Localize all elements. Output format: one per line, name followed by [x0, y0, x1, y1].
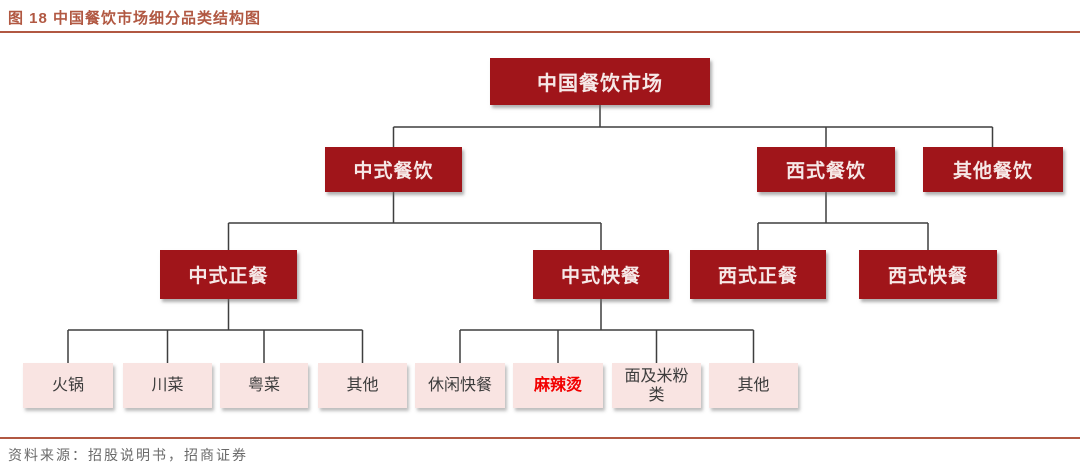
node-other-formal: 其他	[318, 363, 407, 408]
node-cantonese-cuisine: 粤菜	[220, 363, 308, 408]
source-note: 资料来源：招股说明书，招商证券	[8, 447, 248, 463]
node-western-fast-food: 西式快餐	[859, 250, 997, 299]
connector-chinese-to-level3	[227, 192, 602, 250]
node-malatang-highlighted: 麻辣烫	[513, 363, 603, 408]
node-western-catering: 西式餐饮	[757, 147, 895, 192]
node-chinese-fast-food: 中式快餐	[533, 250, 669, 299]
footer-divider	[0, 437, 1080, 439]
node-china-catering-market: 中国餐饮市场	[490, 58, 710, 105]
connector-root-to-level2	[392, 105, 994, 147]
node-western-formal-dining: 西式正餐	[690, 250, 826, 299]
node-casual-fast-food: 休闲快餐	[415, 363, 505, 408]
node-other-catering: 其他餐饮	[923, 147, 1063, 192]
node-chinese-formal-dining: 中式正餐	[160, 250, 297, 299]
figure-title: 图 18 中国餐饮市场细分品类结构图	[8, 10, 262, 27]
connector-western-to-level3	[757, 192, 929, 250]
connector-fastfood-to-level4	[459, 299, 755, 363]
node-other-fast-food: 其他	[709, 363, 798, 408]
node-chinese-catering: 中式餐饮	[325, 147, 462, 192]
node-noodles-rice-noodles: 面及米粉类	[612, 363, 701, 408]
node-hot-pot: 火锅	[23, 363, 113, 408]
connector-formal-to-level4	[67, 299, 364, 363]
header-divider	[0, 31, 1080, 33]
node-sichuan-cuisine: 川菜	[123, 363, 212, 408]
